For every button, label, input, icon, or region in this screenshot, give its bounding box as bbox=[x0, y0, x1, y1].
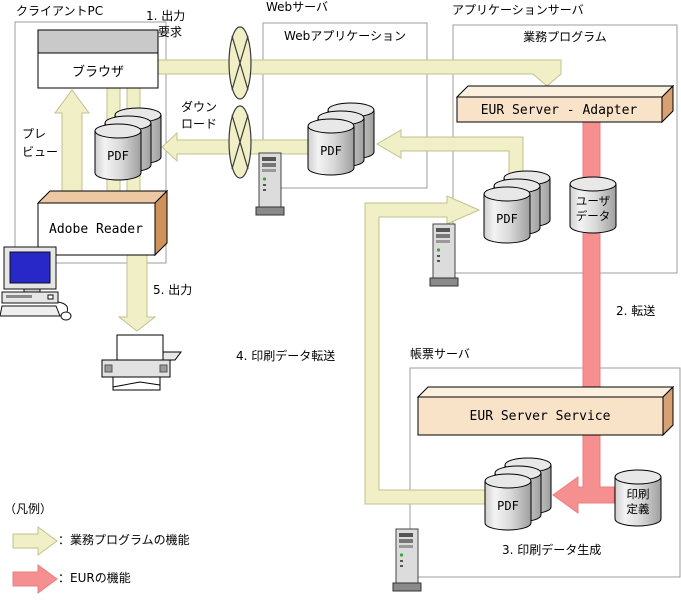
pdf-stack-web: PDF bbox=[307, 102, 375, 176]
pdf-label: PDF bbox=[107, 149, 129, 163]
client-pc-title: クライアントPC bbox=[16, 4, 104, 18]
browser-window: ブラウザ bbox=[37, 29, 159, 89]
pdf-stack-client: PDF bbox=[94, 107, 162, 181]
network-icon bbox=[228, 105, 252, 179]
step4-label: 4. 印刷データ転送 bbox=[236, 349, 336, 363]
arrow-output-to-printer bbox=[117, 254, 157, 332]
download-label-line1: ダウン bbox=[181, 100, 218, 114]
server-tower-icon bbox=[392, 528, 422, 592]
eur-service-label: EUR Server Service bbox=[470, 409, 611, 424]
pdf-label: PDF bbox=[496, 212, 518, 226]
browser-titlebar bbox=[37, 29, 159, 54]
print-def-label-2: 定義 bbox=[627, 502, 650, 516]
network-icon bbox=[228, 26, 252, 100]
download-label-line2: ロード bbox=[181, 117, 218, 131]
server-tower-icon bbox=[429, 223, 459, 287]
pdf-label: PDF bbox=[320, 144, 342, 158]
desktop-computer-icon bbox=[0, 246, 72, 321]
network-icons bbox=[228, 26, 252, 179]
application-server-title: アプリケーションサーバ bbox=[452, 3, 584, 17]
adobe-reader-label: Adobe Reader bbox=[49, 222, 143, 237]
arrow-print-data-transfer bbox=[364, 195, 486, 505]
legend-eur-arrow bbox=[12, 564, 58, 594]
server-tower-icon bbox=[255, 152, 285, 216]
legend-business-label: ：業務プログラムの機能 bbox=[58, 533, 190, 547]
eur-service-box: EUR Server Service bbox=[416, 385, 675, 437]
print-def-label-1: 印刷 bbox=[627, 487, 650, 501]
user-data-label-2: データ bbox=[576, 209, 611, 223]
legend-business-arrow bbox=[12, 526, 58, 556]
printer-icon bbox=[101, 334, 182, 391]
browser-label: ブラウザ bbox=[72, 64, 124, 80]
eur-adapter-label: EUR Server - Adapter bbox=[481, 103, 638, 118]
form-server-title: 帳票サーバ bbox=[410, 347, 470, 361]
adobe-reader-box: Adobe Reader bbox=[36, 189, 169, 257]
business-program-label: 業務プログラム bbox=[523, 30, 607, 44]
eur-arrows bbox=[12, 121, 615, 594]
preview-label-line1: プレ bbox=[22, 127, 47, 141]
legend-heading: （凡例） bbox=[4, 502, 53, 516]
step5-label: 5. 出力 bbox=[153, 283, 193, 297]
user-data-cylinder: ユーザ データ bbox=[569, 176, 617, 234]
eur-adapter-box: EUR Server - Adapter bbox=[455, 84, 675, 124]
web-application-label: Webアプリケーション bbox=[284, 29, 406, 43]
step2-label: 2. 転送 bbox=[616, 304, 656, 318]
preview-label-line2: ビュー bbox=[22, 145, 59, 159]
print-definition-cylinder: 印刷 定義 bbox=[614, 469, 662, 527]
legend-eur-label: ：EURの機能 bbox=[58, 571, 131, 585]
pdf-stack-form: PDF bbox=[484, 457, 552, 531]
pdf-stack-app: PDF bbox=[483, 170, 551, 244]
step1-label-line1: 1. 出力 bbox=[146, 9, 186, 23]
band-adapter-to-userdata bbox=[582, 121, 601, 178]
web-server-title: Webサーバ bbox=[266, 0, 329, 14]
pdf-label: PDF bbox=[497, 499, 519, 513]
step3-label: 3. 印刷データ生成 bbox=[502, 543, 602, 557]
user-data-label-1: ユーザ bbox=[576, 194, 610, 208]
arrow-transfer-and-generate bbox=[552, 229, 615, 514]
step1-label-line2: 要求 bbox=[158, 25, 183, 39]
arrow-preview bbox=[54, 89, 90, 204]
